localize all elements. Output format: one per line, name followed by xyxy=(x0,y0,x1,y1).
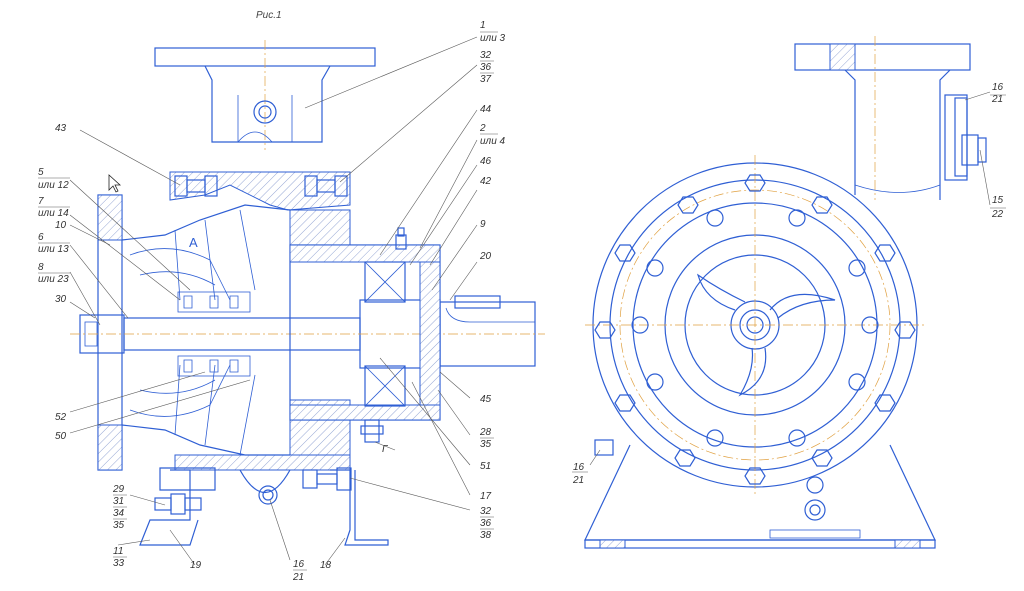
label-30: 30 xyxy=(55,294,67,305)
label-2: 2 xyxy=(479,123,486,134)
label-37: 37 xyxy=(480,74,492,85)
label-1: 1 xyxy=(480,20,486,31)
label-31: 31 xyxy=(113,496,124,507)
label-or-14: или 14 xyxy=(38,208,69,219)
label-16-b: 16 xyxy=(573,462,585,473)
label-46: 46 xyxy=(480,156,492,167)
label-5: 5 xyxy=(38,167,44,178)
label-52: 52 xyxy=(55,412,67,423)
label-or-12: или 12 xyxy=(38,180,69,191)
label-32-b: 32 xyxy=(480,506,492,517)
label-28: 28 xyxy=(479,427,492,438)
mechanical-seal xyxy=(177,291,251,313)
label-51: 51 xyxy=(480,461,491,472)
label-45: 45 xyxy=(480,394,492,405)
vent-mark: Г xyxy=(382,444,389,455)
label-43: 43 xyxy=(55,123,67,134)
label-33: 33 xyxy=(113,558,125,569)
bolt-ring-inner xyxy=(631,209,879,447)
front-view xyxy=(584,36,987,549)
mouse-cursor-icon xyxy=(108,174,122,193)
label-21: 21 xyxy=(292,572,304,583)
drain-plug-top xyxy=(253,100,277,124)
label-7: 7 xyxy=(38,196,44,207)
label-10: 10 xyxy=(55,220,67,231)
label-9: 9 xyxy=(480,219,486,230)
label-or-23: или 23 xyxy=(38,274,69,285)
label-or-4: или 4 xyxy=(480,136,506,147)
side-bolt xyxy=(961,134,979,166)
leader-lines-left xyxy=(69,36,478,566)
part-labels-left: 1 или 3 32 36 37 44 2 или 4 46 42 9 20 4… xyxy=(38,20,506,583)
volute-casing-top xyxy=(169,171,351,211)
bearing-front xyxy=(364,261,406,303)
pump-base xyxy=(584,444,936,541)
impeller-vane xyxy=(696,273,746,311)
label-34: 34 xyxy=(113,508,125,519)
label-19: 19 xyxy=(190,560,202,571)
label-underlines xyxy=(38,31,498,571)
leader-lines-right xyxy=(572,91,1006,473)
front-outlet-flange xyxy=(794,43,971,71)
label-29: 29 xyxy=(112,484,125,495)
label-21-b: 21 xyxy=(572,475,584,486)
label-35: 35 xyxy=(480,439,492,450)
label-or-13: или 13 xyxy=(38,244,69,255)
label-35-b: 35 xyxy=(113,520,125,531)
bolt-ring-outer xyxy=(594,174,916,485)
label-38: 38 xyxy=(480,530,492,541)
label-36: 36 xyxy=(480,62,492,73)
figure-title: Рис.1 xyxy=(256,10,282,21)
label-50: 50 xyxy=(55,431,67,442)
label-44: 44 xyxy=(480,104,492,115)
label-15: 15 xyxy=(992,195,1004,206)
drain-plug-bottom xyxy=(258,485,278,505)
ground-terminal xyxy=(806,476,824,494)
label-21-c: 21 xyxy=(991,94,1003,105)
sectional-view: А Г xyxy=(70,40,545,546)
label-20: 20 xyxy=(479,251,492,262)
label-17: 17 xyxy=(480,491,492,502)
shaft-key xyxy=(454,295,501,309)
label-8: 8 xyxy=(38,262,44,273)
label-16-c: 16 xyxy=(992,82,1004,93)
label-or-3: или 3 xyxy=(480,33,506,44)
label-22: 22 xyxy=(991,209,1004,220)
label-32: 32 xyxy=(480,50,492,61)
label-42: 42 xyxy=(480,176,492,187)
section-marker: А xyxy=(189,235,198,250)
label-36-b: 36 xyxy=(480,518,492,529)
label-11: 11 xyxy=(113,546,123,557)
label-16: 16 xyxy=(293,559,305,570)
part-labels-right: 16 21 15 22 16 21 xyxy=(572,82,1004,486)
label-18: 18 xyxy=(320,560,332,571)
label-6: 6 xyxy=(38,232,44,243)
